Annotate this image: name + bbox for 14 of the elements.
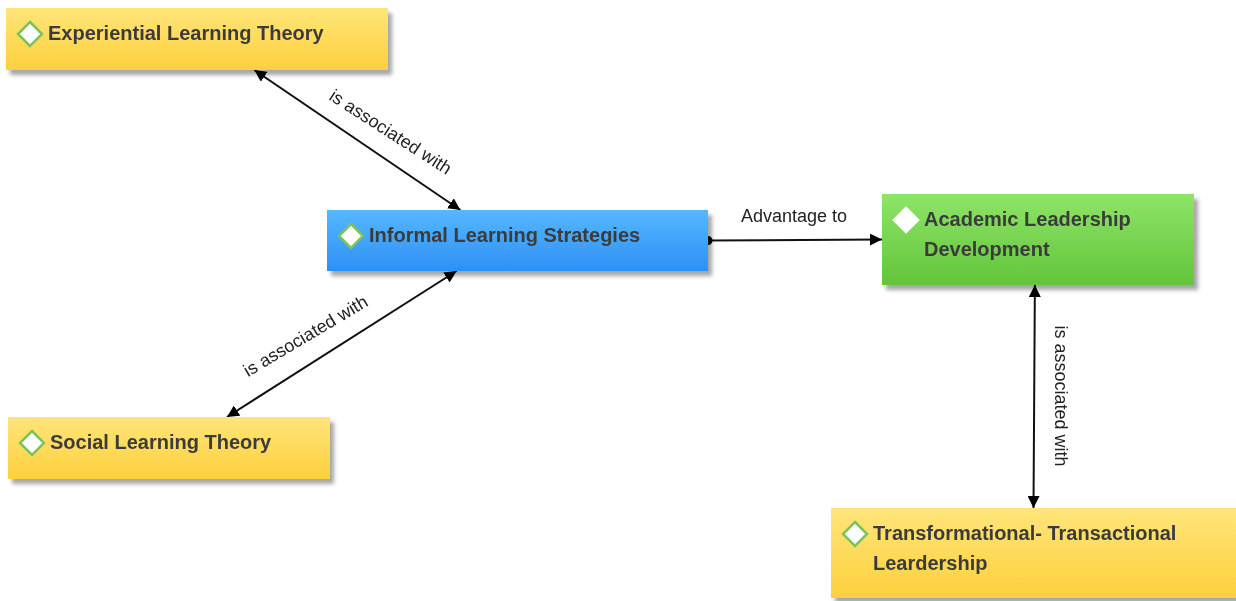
concept-label: Informal Learning Strategies [369,223,642,248]
arrow [1027,284,1041,509]
edge-label: Advantage to [739,206,850,226]
concept-box [882,194,1194,285]
arrow [225,270,458,418]
concept-box [327,210,708,271]
arrow [253,69,462,211]
concept-label: Experiential Learning Theory [48,21,325,46]
concept-box [8,417,330,479]
concept-label: Social Learning Theory [50,430,273,455]
concept-box [6,8,388,70]
concept-box [831,508,1236,598]
concept-label: Transformational- Transactional Leardership [873,521,1178,576]
concept-label: Academic Leadership Development [924,207,1132,262]
